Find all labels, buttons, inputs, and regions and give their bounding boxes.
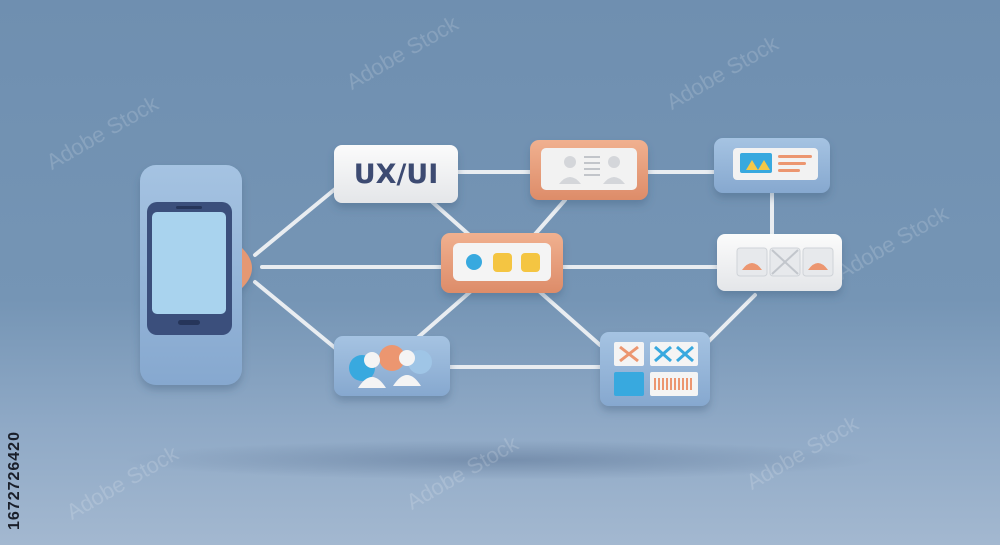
phone-node	[140, 165, 252, 385]
profile-card-node	[530, 140, 648, 200]
ux-ui-card: UX/UI	[334, 145, 458, 203]
buttons-row-icon	[466, 253, 540, 272]
connector-lines	[253, 170, 774, 369]
gallery-icon	[736, 247, 834, 277]
wireframe-grid-icon	[614, 342, 698, 396]
wireframe-grid-node	[600, 332, 710, 406]
floor-shadow	[120, 440, 880, 480]
ux-ui-label: UX/UI	[354, 159, 439, 190]
smartphone-icon	[147, 202, 232, 335]
gallery-node	[717, 234, 842, 291]
profile-card-icon	[559, 156, 625, 184]
users-node	[334, 336, 450, 396]
buttons-row-node	[441, 233, 563, 293]
image-text-icon	[740, 153, 812, 173]
image-text-node	[714, 138, 830, 193]
users-icon	[349, 345, 432, 388]
